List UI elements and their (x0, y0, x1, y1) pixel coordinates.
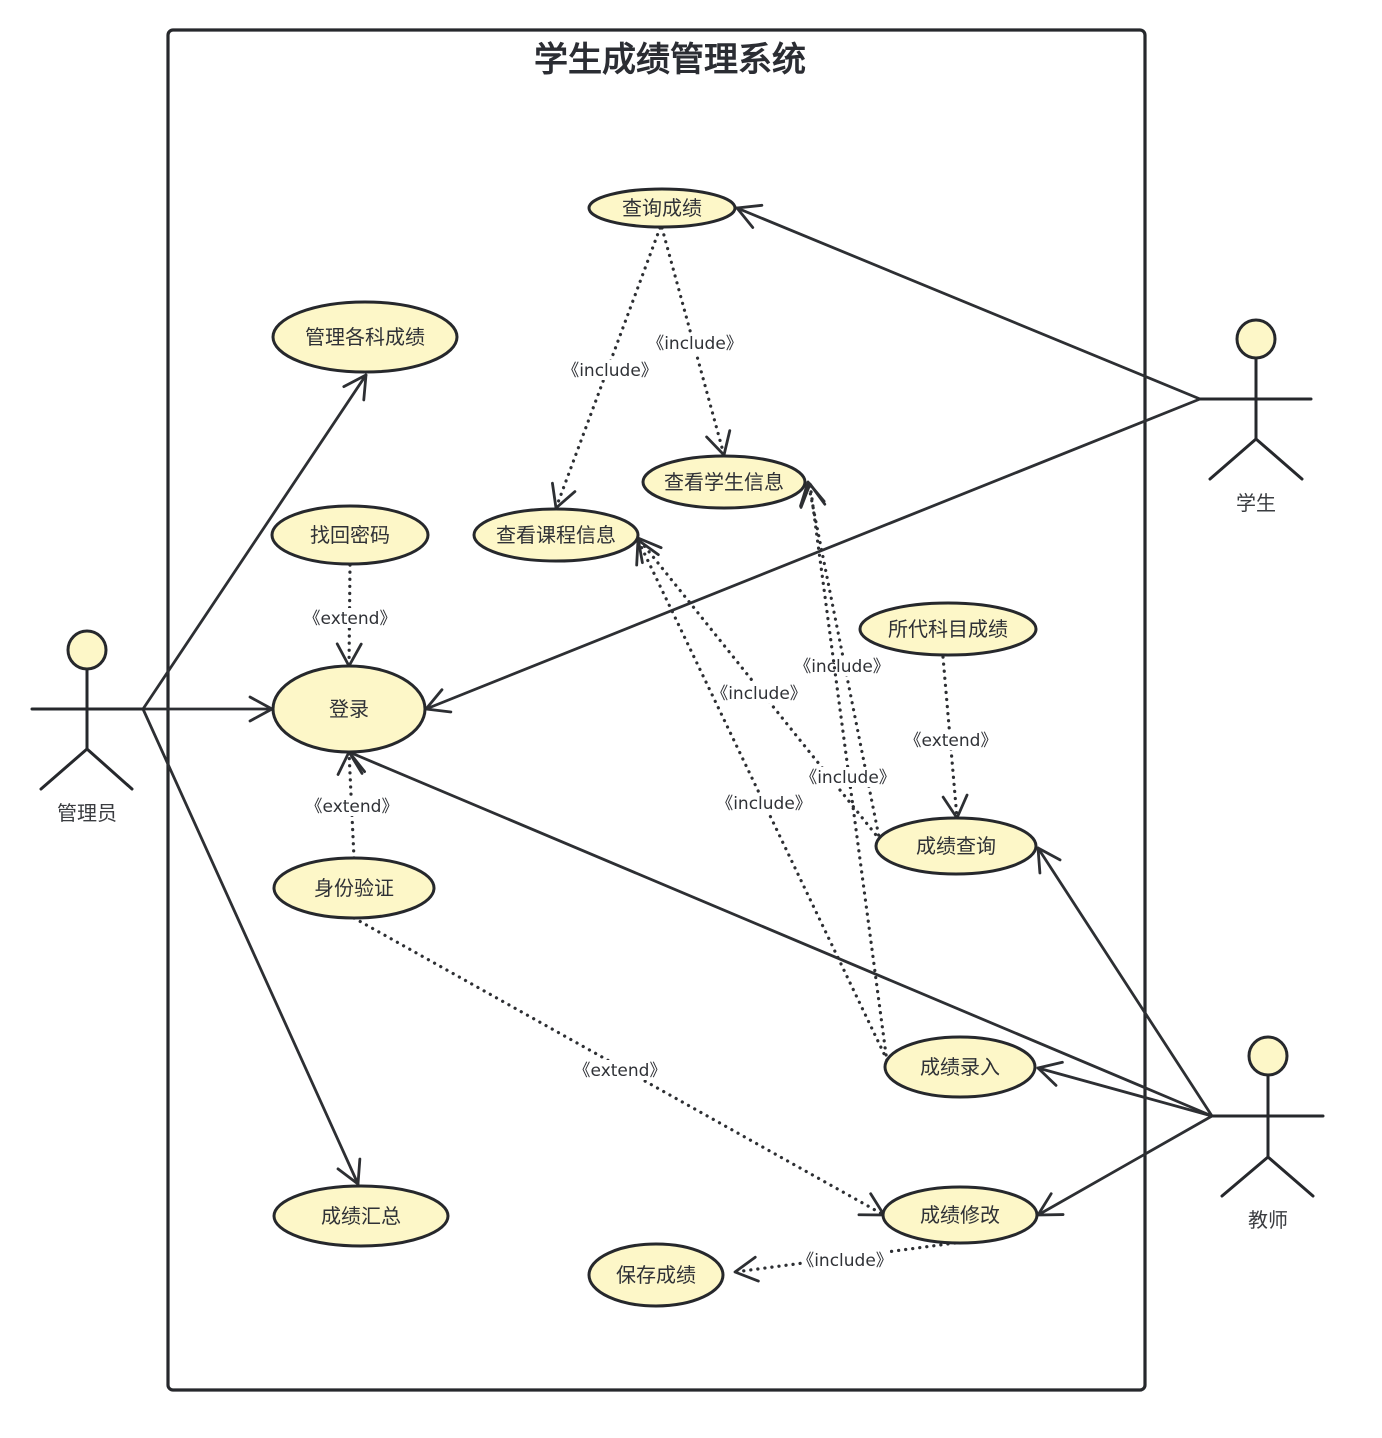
stereotype-label-bg (800, 656, 884, 676)
use-case-score-entry[interactable]: 成绩录入 (883, 1035, 1037, 1099)
arrowhead-icon (733, 1255, 760, 1283)
arrowhead-icon (335, 642, 363, 668)
use-case-label: 查询成绩 (622, 196, 702, 220)
use-case-save-score[interactable]: 保存成绩 (587, 1242, 725, 1308)
use-case-query-score[interactable]: 查询成绩 (587, 187, 737, 229)
dependency-score_modify-save_score[interactable]: 《include》 (733, 1241, 957, 1283)
dependency-line (733, 1241, 957, 1274)
use-case-label: 查看学生信息 (664, 470, 784, 494)
association-admin-login[interactable] (141, 695, 274, 723)
stereotype-label-bg (568, 360, 652, 380)
stereotype-label: 《include》 (716, 794, 812, 814)
stereotype-label: 《extend》 (905, 731, 998, 751)
dependency-line (941, 655, 959, 820)
connections-layer: 《include》《include》《extend》《extend》《exten… (141, 203, 1214, 1283)
arrowhead-icon (1036, 1060, 1064, 1087)
association-line (1036, 1114, 1214, 1217)
dependency-identity-login[interactable]: 《extend》 (306, 750, 399, 860)
stereotype-label-bg (653, 333, 737, 353)
association-line (1036, 846, 1214, 1118)
association-teacher-score_entry[interactable] (1036, 1060, 1214, 1118)
actor-label: 管理员 (57, 801, 117, 825)
use-case-recover-password[interactable]: 找回密码 (270, 504, 430, 566)
association-admin-score_summary[interactable] (141, 707, 362, 1186)
stereotype-label: 《include》 (794, 657, 890, 677)
stereotype-label-bg (909, 730, 993, 750)
stereotype-label-bg (806, 767, 890, 787)
stereotype-label: 《include》 (797, 1251, 893, 1271)
use-case-label: 所代科目成绩 (888, 617, 1008, 641)
association-teacher-score_query[interactable] (1036, 846, 1214, 1118)
dependency-score_query-view_student[interactable]: 《include》 (794, 480, 890, 844)
association-line (141, 707, 360, 1186)
association-teacher-score_modify[interactable] (1036, 1114, 1214, 1217)
use-case-view-course-info[interactable]: 查看课程信息 (472, 507, 640, 563)
use-case-label: 成绩查询 (916, 834, 996, 858)
stereotype-label: 《extend》 (574, 1061, 667, 1081)
dependency-score_query-view_course[interactable]: 《include》 (636, 536, 882, 842)
association-line (141, 373, 368, 711)
stereotype-label: 《include》 (562, 361, 658, 381)
association-line (347, 750, 1214, 1118)
dependency-score_entry-view_course[interactable]: 《include》 (635, 538, 889, 1062)
association-line (424, 397, 1202, 711)
use-case-login[interactable]: 登录 (271, 664, 427, 754)
actor-admin[interactable]: 管理员 (30, 629, 145, 825)
use-case-label: 查看课程信息 (496, 523, 616, 547)
stereotype-label-bg (578, 1060, 662, 1080)
dependency-subject_score-score_query[interactable]: 《extend》 (905, 655, 998, 820)
dependency-line (636, 536, 882, 842)
use-case-label: 成绩修改 (920, 1203, 1000, 1227)
use-case-subject-score[interactable]: 所代科目成绩 (858, 601, 1038, 657)
dependency-query_score-view_student[interactable]: 《include》 (647, 226, 743, 457)
stereotype-label: 《include》 (800, 768, 896, 788)
association-student-query_score[interactable] (735, 203, 1202, 401)
use-case-score-modify[interactable]: 成绩修改 (881, 1185, 1039, 1245)
stereotype-label-bg (722, 793, 806, 813)
stereotype-label-bg (803, 1250, 887, 1270)
arrowhead-icon (1036, 846, 1062, 875)
actor-teacher[interactable]: 教师 (1210, 1035, 1325, 1232)
use-case-identity-verification[interactable]: 身份验证 (272, 856, 436, 920)
use-case-label: 身份验证 (314, 876, 394, 900)
use-case-label: 管理各科成绩 (305, 325, 425, 349)
use-case-label: 保存成绩 (616, 1263, 696, 1287)
actor-head-icon (66, 629, 108, 671)
dependency-query_score-view_course[interactable]: 《include》 (551, 226, 662, 510)
association-admin-manage_scores[interactable] (141, 373, 368, 711)
use-case-score-query[interactable]: 成绩查询 (874, 816, 1038, 876)
use-case-label: 成绩录入 (920, 1055, 1000, 1079)
system-title: 学生成绩管理系统 (534, 40, 806, 80)
stereotype-label: 《include》 (647, 334, 743, 354)
actor-label: 学生 (1236, 491, 1276, 515)
actor-head-icon (1247, 1035, 1289, 1077)
association-line (735, 206, 1202, 401)
use-cases-layer: 查询成绩 管理各科成绩 查看学生信息 找回密码 查看课程信息 所代科目成绩 登录 (270, 187, 1039, 1308)
arrowhead-icon (735, 203, 764, 229)
actor-head-icon (1235, 318, 1277, 360)
use-case-score-summary[interactable]: 成绩汇总 (272, 1184, 450, 1248)
actor-label: 教师 (1248, 1208, 1288, 1232)
use-case-label: 找回密码 (310, 523, 390, 547)
stereotype-label: 《include》 (711, 684, 807, 704)
stereotype-label: 《extend》 (304, 609, 397, 629)
dependency-recover_pwd-login[interactable]: 《extend》 (304, 563, 397, 668)
actor-student[interactable]: 学生 (1198, 318, 1313, 515)
use-case-label: 成绩汇总 (321, 1204, 401, 1228)
use-case-manage-scores[interactable]: 管理各科成绩 (271, 300, 459, 374)
association-line (1036, 1066, 1214, 1118)
use-case-view-student-info[interactable]: 查看学生信息 (641, 454, 807, 510)
dependency-score_entry-view_student[interactable]: 《include》 (799, 482, 896, 1064)
stereotype-label-bg (717, 683, 801, 703)
dependency-identity-score_modify[interactable]: 《extend》 (352, 916, 886, 1217)
stereotype-label: 《extend》 (306, 797, 399, 817)
arrowhead-icon (799, 482, 827, 509)
stereotype-label-bg (308, 608, 392, 628)
arrowhead-icon (342, 373, 368, 402)
use-case-label: 登录 (329, 697, 369, 721)
stereotype-label-bg (310, 796, 394, 816)
arrowhead-icon (336, 1157, 362, 1186)
